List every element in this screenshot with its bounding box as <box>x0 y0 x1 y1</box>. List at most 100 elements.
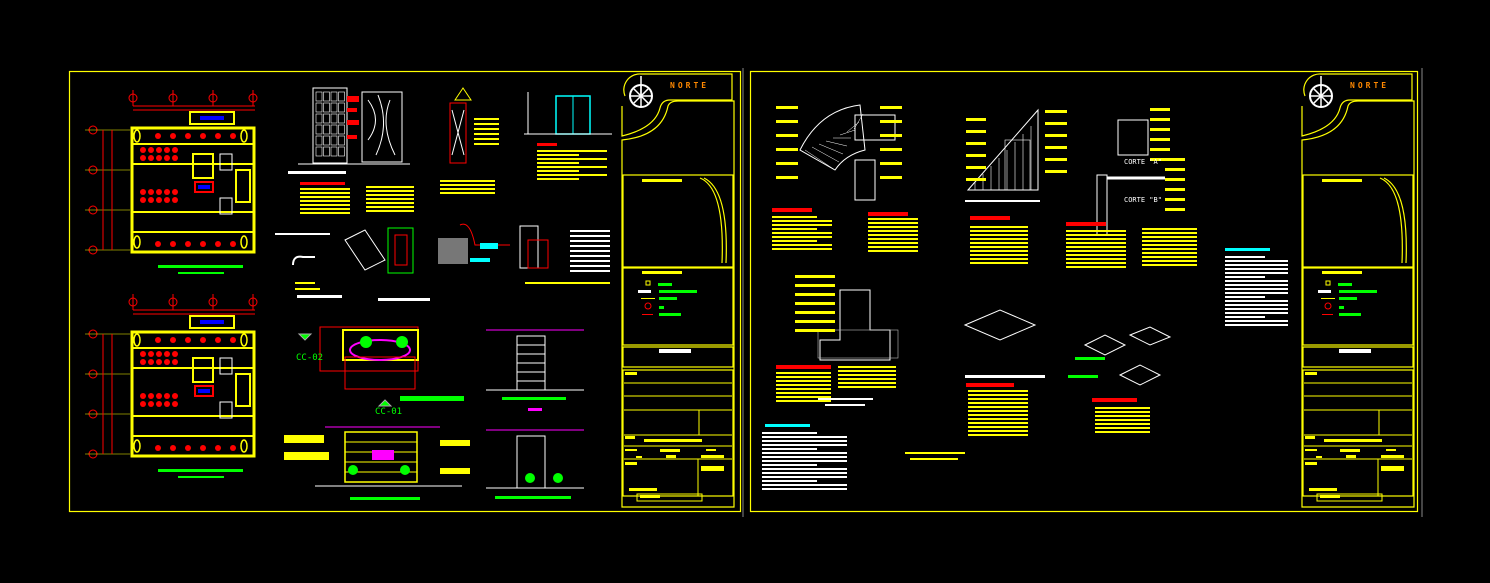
text-block <box>300 192 350 194</box>
text-block <box>795 284 835 287</box>
text-block <box>1142 260 1197 262</box>
text-block <box>970 250 1028 252</box>
text-block <box>772 208 812 212</box>
text-block <box>1322 271 1362 274</box>
door-panel <box>338 124 345 135</box>
text-block <box>284 435 324 443</box>
text-block <box>1165 208 1185 211</box>
text-block <box>366 206 414 208</box>
door-panel <box>315 113 323 124</box>
text-block <box>968 394 1028 396</box>
fixture <box>219 357 233 375</box>
text-block <box>838 370 896 372</box>
title-block-panel <box>1302 346 1414 368</box>
text-block <box>1165 158 1185 161</box>
text-block <box>470 258 490 262</box>
text-block <box>642 271 682 274</box>
text-block <box>868 238 918 240</box>
hatch <box>811 146 840 163</box>
plan-subtitle <box>178 272 224 274</box>
text-block <box>1322 179 1362 182</box>
text-block <box>1142 236 1197 238</box>
fixture <box>215 133 221 139</box>
seat <box>156 147 162 153</box>
text-block <box>474 118 499 120</box>
text-block <box>776 376 831 378</box>
compass-spoke <box>1313 95 1322 104</box>
text-block <box>905 452 965 454</box>
text-block <box>1225 276 1265 278</box>
text-block <box>1165 178 1185 181</box>
text-block <box>765 424 810 427</box>
text-block <box>966 178 986 181</box>
text-block <box>660 449 680 452</box>
text-block <box>772 236 832 238</box>
floor-plan <box>85 90 258 274</box>
beam-isometric <box>854 114 896 141</box>
fixture <box>230 241 236 247</box>
door-panel <box>330 102 338 113</box>
text-block <box>795 329 835 332</box>
text-block <box>642 314 653 315</box>
text-block <box>440 180 495 182</box>
door-panel <box>338 113 345 124</box>
text-block <box>868 226 918 228</box>
door-elevation <box>361 91 403 163</box>
seat <box>172 393 178 399</box>
text-block <box>1045 134 1067 137</box>
fixture <box>200 445 206 451</box>
text-block <box>440 184 495 186</box>
seat <box>156 189 162 195</box>
plan-subtitle <box>178 476 224 478</box>
legend-symbol <box>644 302 652 310</box>
text-block <box>776 106 798 109</box>
text-block <box>1305 462 1317 465</box>
text-block <box>795 320 835 323</box>
hatch <box>825 140 848 147</box>
text-block <box>625 462 637 465</box>
text-block <box>970 254 1028 256</box>
text-block <box>642 179 682 182</box>
text-block <box>1045 158 1067 161</box>
text-block <box>297 295 342 298</box>
text-block <box>1150 138 1170 141</box>
text-block <box>570 255 610 257</box>
title-block-panel <box>622 174 734 268</box>
text-block <box>1320 495 1340 498</box>
text-block <box>1338 283 1352 286</box>
fixture <box>185 241 191 247</box>
text-block <box>295 282 315 284</box>
text-block <box>772 232 832 234</box>
text-block <box>762 460 847 462</box>
title-block <box>1301 73 1415 508</box>
text-block <box>1318 290 1331 293</box>
text-block <box>570 230 610 232</box>
text-block <box>1142 256 1197 258</box>
detail-frame <box>387 227 414 274</box>
text-block <box>1225 296 1265 298</box>
text-block <box>1142 232 1197 234</box>
text-block <box>638 290 651 293</box>
gravel-fill <box>1004 139 1031 191</box>
text-block <box>776 380 831 382</box>
text-block <box>1225 260 1288 262</box>
compass-spoke <box>1320 88 1329 97</box>
text-block <box>795 302 835 305</box>
text-block <box>300 204 350 206</box>
door-panel <box>323 102 330 113</box>
text-block <box>1066 242 1126 244</box>
text-block <box>347 135 357 139</box>
text-block <box>868 234 918 236</box>
fixture <box>219 197 233 215</box>
fixture <box>240 235 248 249</box>
text-block <box>776 396 831 398</box>
text-block <box>1066 238 1126 240</box>
text-block <box>966 383 1014 387</box>
detail-frame <box>394 234 408 266</box>
text-block <box>1321 298 1335 299</box>
text-block <box>1150 148 1170 151</box>
text-block <box>1066 246 1126 248</box>
text-block <box>762 468 847 470</box>
text-block <box>1324 439 1382 442</box>
